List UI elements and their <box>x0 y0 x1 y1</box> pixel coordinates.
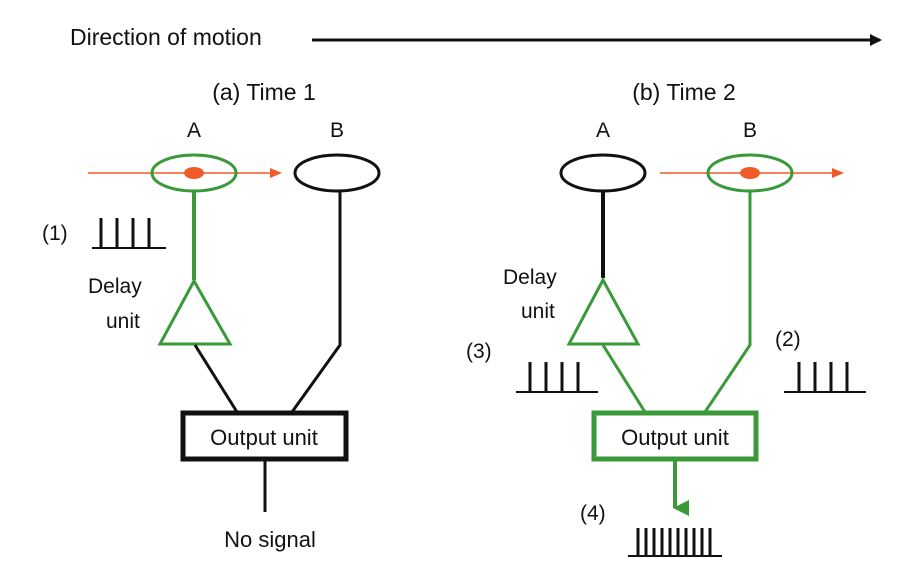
stimulus-dot-b <box>740 167 760 179</box>
marker-2-label: (2) <box>775 328 801 351</box>
no-signal-label: No signal <box>224 527 316 552</box>
output-unit-box-b <box>591 410 759 462</box>
neuron-a-label-b: A <box>595 119 611 142</box>
output-unit-box-a <box>180 410 349 462</box>
spike-train-3 <box>516 362 598 393</box>
delay-label-b-line1: Delay <box>503 266 557 289</box>
spike-train-1 <box>92 218 166 249</box>
delay-label-b-line2: unit <box>521 300 555 323</box>
neuron-b <box>293 153 381 193</box>
delay-to-output-b <box>601 344 647 413</box>
panel-b-title: (b) Time 2 <box>632 79 736 105</box>
stimulus-dot-a <box>184 167 204 179</box>
panel-b <box>516 153 866 557</box>
panel-a-title: (a) Time 1 <box>212 79 316 105</box>
delay-label-a-line1: Delay <box>88 275 142 298</box>
output-unit-label-a: Output unit <box>210 425 318 450</box>
direction-label: Direction of motion <box>70 24 262 50</box>
delay-to-output-a <box>193 344 239 413</box>
axon-b <box>290 191 342 413</box>
neuron-b-label-b: B <box>742 119 758 142</box>
axon-b-active <box>703 191 752 413</box>
neuron-b-label: B <box>329 119 345 142</box>
delay-unit-b <box>566 276 641 346</box>
output-unit-label-b: Output unit <box>621 425 729 450</box>
neuron-a-b <box>559 153 647 193</box>
delay-unit-a <box>157 277 233 346</box>
marker-3-label: (3) <box>466 340 492 363</box>
spike-train-4 <box>628 528 722 557</box>
spike-train-2 <box>784 362 866 393</box>
marker-4-label: (4) <box>580 502 606 525</box>
marker-1-label: (1) <box>42 222 68 245</box>
delay-label-a-line2: unit <box>106 310 140 333</box>
panel-a <box>88 153 381 512</box>
neuron-a-label: A <box>186 119 202 142</box>
